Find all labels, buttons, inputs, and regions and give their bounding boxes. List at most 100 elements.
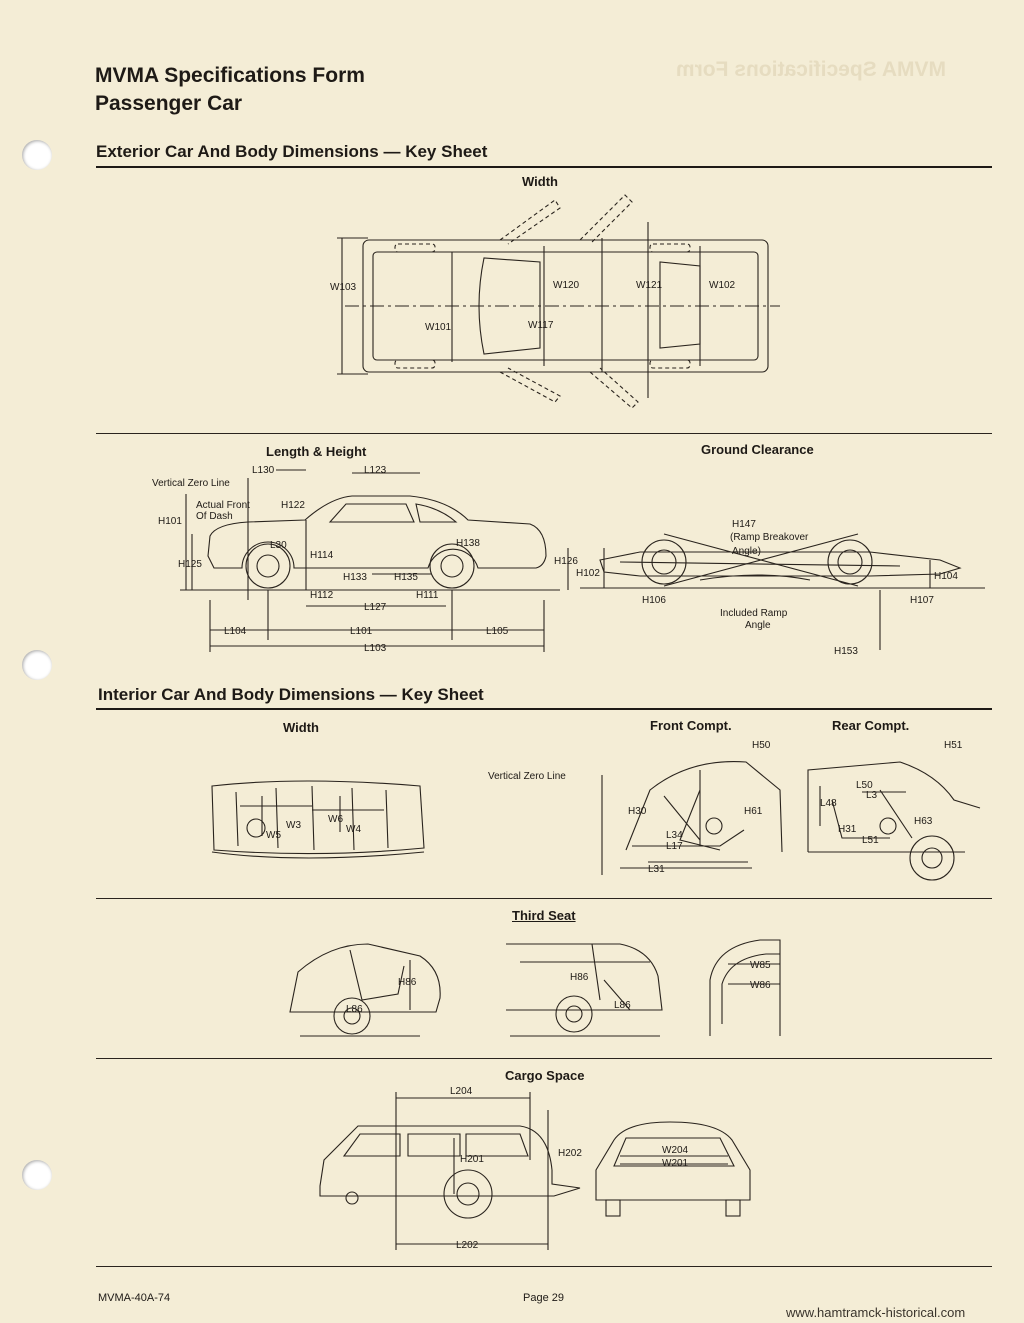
dim-l104: L104 — [224, 626, 247, 637]
dim-w103: W103 — [330, 282, 357, 293]
note-ramp-breakover: (Ramp Breakover — [730, 532, 809, 543]
dim-l86-compact: L86 — [346, 1004, 363, 1015]
dim-w3: W3 — [286, 820, 301, 831]
dim-l105: L105 — [486, 626, 509, 637]
dim-w121: W121 — [636, 280, 663, 291]
rear-compartment-diagram — [807, 761, 981, 881]
dim-h133: H133 — [343, 572, 367, 583]
dim-h86-compact: H86 — [398, 977, 417, 988]
interior-width-label: Width — [283, 720, 319, 735]
dim-w201: W201 — [662, 1158, 689, 1169]
dim-h50: H50 — [752, 740, 771, 751]
front-compt-label: Front Compt. — [650, 718, 732, 733]
ground-clearance-label: Ground Clearance — [701, 442, 814, 457]
dim-h107: H107 — [910, 595, 934, 606]
dim-w6: W6 — [328, 814, 343, 825]
dim-w5: W5 — [266, 830, 281, 841]
front-compartment-diagram — [601, 761, 783, 875]
dim-l34: L34 — [666, 830, 683, 841]
punch-hole-top — [22, 140, 52, 170]
dim-l130: L130 — [252, 465, 275, 476]
third-seat-rear-view-diagram — [709, 939, 781, 1036]
cargo-space-label: Cargo Space — [505, 1068, 585, 1083]
footer-rule — [96, 1266, 992, 1267]
note-included-ramp: Included Ramp — [720, 608, 788, 619]
dim-h122: H122 — [281, 500, 305, 511]
divider-3 — [96, 1058, 992, 1059]
dim-h30: H30 — [628, 806, 647, 817]
dim-w101: W101 — [425, 322, 452, 333]
dim-h153: H153 — [834, 646, 858, 657]
dim-h126: H126 — [554, 556, 578, 567]
cargo-wagon-side-diagram — [319, 1092, 581, 1250]
ground-clearance-diagram — [580, 533, 985, 650]
dim-h201: H201 — [460, 1154, 484, 1165]
divider-1 — [96, 433, 992, 434]
dim-w204: W204 — [662, 1145, 689, 1156]
side-view-car-diagram — [180, 469, 569, 652]
dim-h106: H106 — [642, 595, 666, 606]
dim-l202: L202 — [456, 1240, 479, 1251]
note-angle-1: Angle) — [732, 546, 761, 557]
dim-l31: L31 — [648, 864, 665, 875]
dim-l101: L101 — [350, 626, 373, 637]
dim-w86: W86 — [750, 980, 771, 991]
dimension-labels: W103 W101 W120 W117 W121 W102 Vertical Z… — [152, 280, 963, 1251]
dim-l51: L51 — [862, 835, 879, 846]
top-view-car-diagram — [337, 194, 780, 409]
dim-h111: H111 — [416, 590, 439, 601]
dim-h125: H125 — [178, 559, 202, 570]
title-line-1: MVMA Specifications Form — [95, 64, 365, 87]
exterior-width-label: Width — [522, 174, 558, 189]
exterior-heading: Exterior Car And Body Dimensions — Key S… — [96, 142, 488, 161]
cargo-wagon-rear-diagram — [595, 1121, 751, 1217]
dim-l103: L103 — [364, 643, 387, 654]
dim-h63: H63 — [914, 816, 933, 827]
note-h147: H147 — [732, 519, 756, 530]
dim-w120: W120 — [553, 280, 580, 291]
dim-h138: H138 — [456, 538, 480, 549]
dim-h135: H135 — [394, 572, 418, 583]
dim-l127: L127 — [364, 602, 387, 613]
note-vertical-zero-line-ext: Vertical Zero Line — [152, 478, 230, 489]
length-height-label: Length & Height — [266, 444, 367, 459]
dim-h202: H202 — [558, 1148, 582, 1159]
page-title: MVMA Specifications Form Passenger Car — [95, 62, 365, 118]
title-line-2: Passenger Car — [95, 92, 243, 115]
dim-h112: H112 — [310, 590, 334, 601]
punch-hole-middle — [22, 650, 52, 680]
dim-h86-wagon: H86 — [570, 972, 589, 983]
dim-l50: L50 — [856, 780, 873, 791]
dim-h114: H114 — [310, 550, 334, 561]
dim-l17: L17 — [666, 841, 683, 852]
dim-l204: L204 — [450, 1086, 473, 1097]
dim-h102: H102 — [576, 568, 600, 579]
interior-heading-rule — [96, 708, 992, 710]
dim-l3: L3 — [866, 790, 878, 801]
footer-form-number: MVMA-40A-74 — [98, 1292, 171, 1304]
note-actual-front: Actual Front — [196, 500, 250, 511]
dim-h31: H31 — [838, 824, 857, 835]
note-angle-2: Angle — [745, 620, 771, 631]
punch-hole-bottom — [22, 1160, 52, 1190]
dim-w102: W102 — [709, 280, 736, 291]
dim-l48: L48 — [820, 798, 837, 809]
dim-h101: H101 — [158, 516, 182, 527]
note-of-dash: Of Dash — [196, 511, 233, 522]
footer-page-number: Page 29 — [523, 1292, 564, 1304]
dim-l30: L30 — [270, 540, 287, 551]
dim-l86-wagon: L86 — [614, 1000, 631, 1011]
dim-w85: W85 — [750, 960, 771, 971]
exterior-heading-rule — [96, 166, 992, 168]
footer-website: www.hamtramck-historical.com — [786, 1305, 966, 1320]
third-seat-compact-diagram — [289, 943, 441, 1037]
dim-h51: H51 — [944, 740, 963, 751]
dim-w4: W4 — [346, 824, 361, 835]
interior-heading: Interior Car And Body Dimensions — Key S… — [98, 685, 484, 704]
dim-h61: H61 — [744, 806, 763, 817]
dim-w117: W117 — [528, 320, 554, 331]
divider-2 — [96, 898, 992, 899]
third-seat-label: Third Seat — [512, 908, 576, 923]
dim-l123: L123 — [364, 465, 387, 476]
